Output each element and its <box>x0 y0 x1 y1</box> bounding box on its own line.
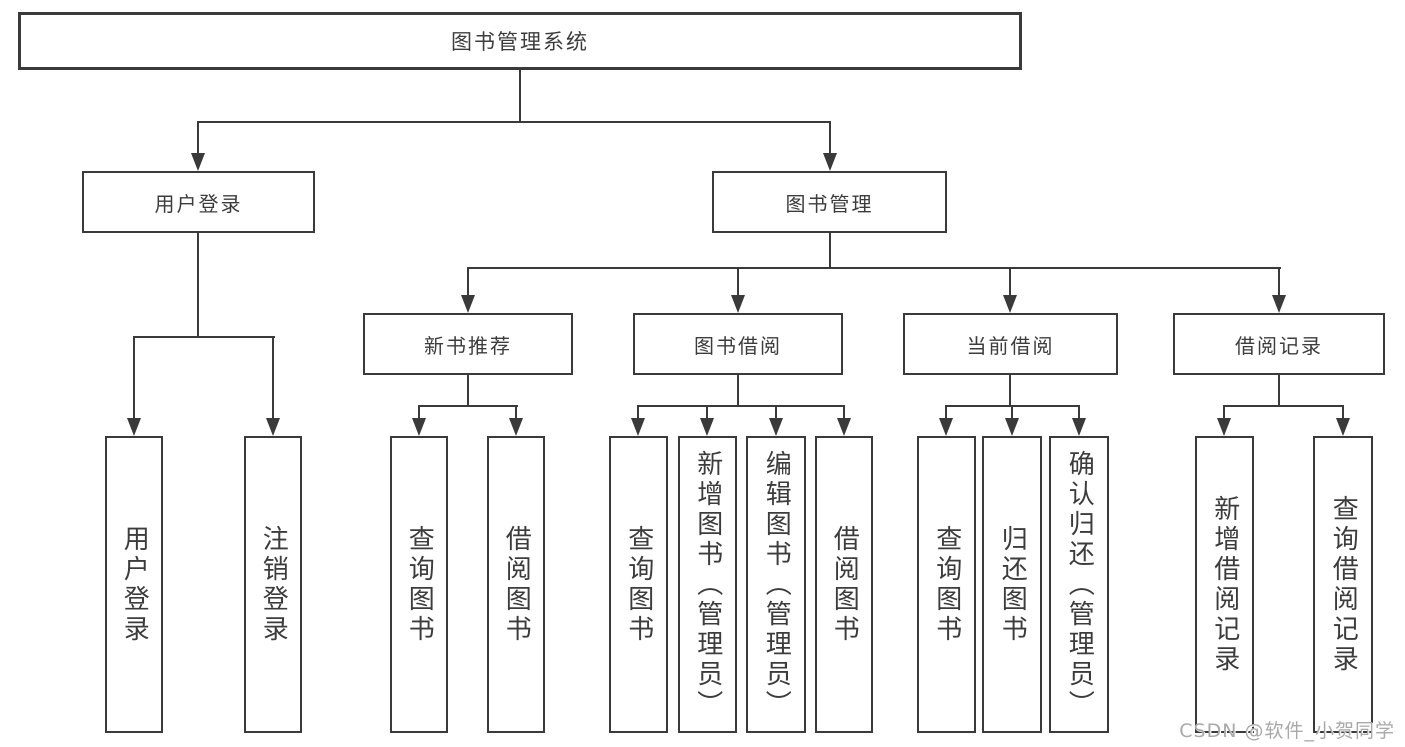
node-label: 借阅记录 <box>1235 333 1323 358</box>
arrowhead-icon <box>1072 418 1086 436</box>
node-label: 确认归还（管理员） <box>1064 449 1095 720</box>
connector-line <box>1009 375 1011 407</box>
arrowhead-icon <box>1217 418 1231 436</box>
connector-line <box>519 70 521 122</box>
connector-line <box>272 336 274 420</box>
node-label: 图书管理 <box>785 191 874 216</box>
arrowhead-icon <box>266 418 280 436</box>
connector-line <box>1278 267 1280 297</box>
leaf-edit-books-admin: 编辑图书（管理员） <box>746 436 806 733</box>
node-label: 注销登录 <box>258 524 289 645</box>
node-label: 新增借阅记录 <box>1209 494 1240 675</box>
connector-line <box>467 375 469 407</box>
node-label: 查询图书 <box>623 524 654 645</box>
connector-line <box>467 267 469 297</box>
connector-line <box>197 121 831 123</box>
node-label: 归还图书 <box>997 524 1028 645</box>
leaf-add-books-admin: 新增图书（管理员） <box>678 436 737 733</box>
node-label: 借阅图书 <box>829 524 860 645</box>
connector-line <box>197 233 199 338</box>
leaf-borrow-books: 借阅图书 <box>815 436 873 733</box>
node-library-system-root: 图书管理系统 <box>18 12 1022 70</box>
arrowhead-icon <box>1272 295 1286 313</box>
leaf-user-login: 用户登录 <box>105 436 163 733</box>
node-label: 图书管理系统 <box>451 30 589 54</box>
node-new-book-recommend: 新书推荐 <box>363 313 573 375</box>
node-user-login: 用户登录 <box>82 171 315 233</box>
connector-line <box>737 267 739 297</box>
connector-line <box>418 405 420 420</box>
connector-line <box>637 405 639 420</box>
connector-line <box>706 405 708 420</box>
connector-line <box>829 233 831 269</box>
leaf-logout: 注销登录 <box>244 436 302 733</box>
arrowhead-icon <box>631 418 645 436</box>
leaf-query-books-current: 查询图书 <box>917 436 976 733</box>
connector-line <box>133 336 275 338</box>
node-book-borrowing: 图书借阅 <box>633 313 843 375</box>
connector-line <box>1223 405 1344 407</box>
leaf-query-books-recommend: 查询图书 <box>390 436 448 733</box>
arrowhead-icon <box>837 418 851 436</box>
arrowhead-icon <box>769 418 783 436</box>
node-label: 编辑图书（管理员） <box>761 449 792 720</box>
connector-line <box>637 405 845 407</box>
leaf-borrow-books-recommend: 借阅图书 <box>487 436 545 733</box>
leaf-query-books-borrowing: 查询图书 <box>609 436 668 733</box>
connector-line <box>467 267 1281 269</box>
node-label: 借阅图书 <box>501 524 532 645</box>
arrowhead-icon <box>509 418 523 436</box>
node-label: 用户登录 <box>154 191 243 216</box>
connector-line <box>1009 267 1011 297</box>
node-current-borrowing: 当前借阅 <box>903 313 1118 375</box>
connector-line <box>1078 405 1080 420</box>
arrowhead-icon <box>412 418 426 436</box>
arrowhead-icon <box>1336 418 1350 436</box>
node-label: 用户登录 <box>119 524 150 645</box>
connector-line <box>133 336 135 420</box>
connector-line <box>1278 375 1280 407</box>
arrowhead-icon <box>1005 418 1019 436</box>
node-label: 新书推荐 <box>424 333 512 358</box>
connector-line <box>515 405 517 420</box>
leaf-return-books: 归还图书 <box>982 436 1042 733</box>
node-book-management: 图书管理 <box>712 171 947 233</box>
connector-line <box>418 405 518 407</box>
node-label: 查询图书 <box>931 524 962 645</box>
connector-line <box>829 121 831 155</box>
connector-line <box>945 405 947 420</box>
node-label: 图书借阅 <box>694 333 782 358</box>
connector-line <box>1011 405 1013 420</box>
node-label: 当前借阅 <box>966 333 1055 358</box>
leaf-add-borrow-record: 新增借阅记录 <box>1195 436 1254 733</box>
arrowhead-icon <box>191 153 205 171</box>
arrowhead-icon <box>127 418 141 436</box>
connector-line <box>1342 405 1344 420</box>
node-borrowing-records: 借阅记录 <box>1173 313 1385 375</box>
arrowhead-icon <box>731 295 745 313</box>
arrowhead-icon <box>823 153 837 171</box>
leaf-confirm-return-admin: 确认归还（管理员） <box>1049 436 1109 733</box>
csdn-watermark: CSDN @软件_小贺同学 <box>1179 720 1395 742</box>
leaf-query-borrow-record: 查询借阅记录 <box>1313 436 1373 733</box>
node-label: 新增图书（管理员） <box>692 449 723 720</box>
arrowhead-icon <box>1003 295 1017 313</box>
node-label: 查询图书 <box>404 524 435 645</box>
connector-line <box>775 405 777 420</box>
node-label: 查询借阅记录 <box>1328 494 1359 675</box>
connector-line <box>843 405 845 420</box>
arrowhead-icon <box>939 418 953 436</box>
connector-line <box>1223 405 1225 420</box>
arrowhead-icon <box>461 295 475 313</box>
arrowhead-icon <box>700 418 714 436</box>
connector-line <box>737 375 739 407</box>
connector-line <box>197 121 199 155</box>
